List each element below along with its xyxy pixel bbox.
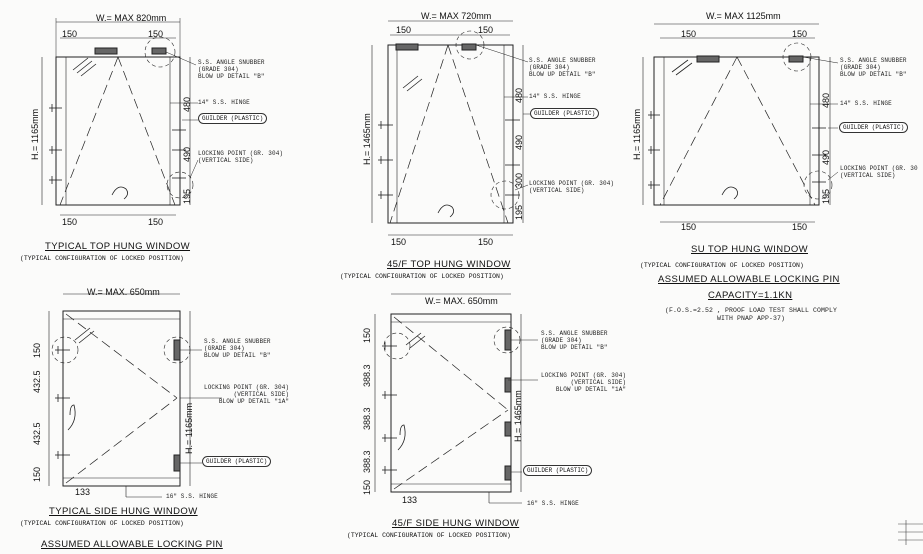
height-dimension: H.= 1165mm: [184, 402, 194, 454]
dimension-value: 150: [62, 217, 78, 227]
dimension-value: 150: [362, 479, 372, 495]
dimension-value: 150: [396, 25, 412, 35]
drawing-subtitle: (TYPICAL CONFIGURATION OF LOCKED POSITIO…: [340, 273, 504, 280]
hinge-callout: 14" S.S. HINGE: [840, 100, 892, 107]
dimension-value: 480: [182, 96, 192, 112]
snubber-callout: S.S. ANGLE SNUBBER (GRADE 304) BLOW UP D…: [541, 330, 608, 351]
locking-pin-capacity: CAPACITY=1.1KN: [708, 290, 793, 301]
dimension-value: 388.3: [362, 450, 372, 473]
45f-side-hung-window-frame: [390, 313, 512, 493]
side-hung-window-frame: [62, 310, 181, 487]
drawing-title: TYPICAL SIDE HUNG WINDOW: [49, 506, 198, 517]
height-dimension: H.= 1165mm: [30, 108, 40, 160]
locking-pin-note-title: ASSUMED ALLOWABLE LOCKING PIN: [658, 274, 840, 285]
45f-side-hung-opening-lines: [393, 316, 509, 490]
dimension-value: 195: [514, 204, 524, 220]
width-dimension: W.= MAX 1125mm: [706, 11, 781, 21]
width-dimension: W.= MAX. 650mm: [425, 296, 498, 306]
drawing-title: SU TOP HUNG WINDOW: [691, 244, 808, 255]
dimension-value: 133: [75, 487, 91, 497]
proof-load-note: (F.O.S.=2.52 , PROOF LOAD TEST SHALL COM…: [665, 307, 838, 322]
dimension-value: 150: [478, 237, 494, 247]
width-dimension: W.= MAX 720mm: [421, 11, 492, 21]
drawing-title: 45/F SIDE HUNG WINDOW: [392, 518, 520, 529]
locking-point-callout: LOCKING POINT (GR. 30 (VERTICAL SIDE): [840, 165, 918, 179]
dimension-value: 480: [514, 87, 524, 103]
dimension-value: 150: [148, 217, 164, 227]
dimension-value: 432.5: [32, 370, 42, 393]
drawing-subtitle: (TYPICAL CONFIGURATION OF LOCKED POSITIO…: [20, 520, 184, 527]
dimension-value: 150: [792, 222, 808, 232]
guilder-callout: GUILDER (PLASTIC): [530, 108, 600, 119]
dimension-value: 432.5: [32, 422, 42, 445]
snubber-callout: S.S. ANGLE SNUBBER (GRADE 304) BLOW UP D…: [198, 59, 265, 80]
dimension-value: 388.3: [362, 364, 372, 387]
top-hung-window-frame: [55, 56, 181, 206]
dimension-value: 388.3: [362, 407, 372, 430]
dimension-value: 490: [514, 134, 524, 150]
dimension-value: 133: [402, 495, 418, 505]
drawing-subtitle: (TYPICAL CONFIGURATION OF LOCKED POSITIO…: [640, 262, 804, 269]
height-dimension: H.= 1465mm: [513, 390, 523, 442]
dimension-value: 490: [182, 146, 192, 162]
dimension-value: 150: [681, 222, 697, 232]
hinge-callout: 16" S.S. HINGE: [166, 493, 218, 500]
dimension-value: 150: [681, 29, 697, 39]
drawing-title: 45/F TOP HUNG WINDOW: [387, 259, 511, 270]
width-dimension: W.= MAX 820mm: [96, 13, 167, 23]
snubber-callout: S.S. ANGLE SNUBBER (GRADE 304) BLOW UP D…: [204, 338, 271, 359]
drawing-subtitle: (TYPICAL CONFIGURATION OF LOCKED POSITIO…: [20, 255, 184, 262]
dimension-value: 300: [514, 172, 524, 188]
top-hung-opening-lines: [59, 56, 176, 206]
height-dimension: H.= 1165mm: [632, 108, 642, 160]
dimension-value: 480: [821, 92, 831, 108]
hinge-callout: 16" S.S. HINGE: [527, 500, 579, 507]
su-top-hung-opening-lines: [659, 56, 816, 206]
locking-point-callout: LOCKING POINT (GR. 304) (VERTICAL SIDE) …: [541, 372, 627, 393]
hinge-callout: 14" S.S. HINGE: [198, 99, 250, 106]
locking-point-callout: LOCKING POINT (GR. 304) (VERTICAL SIDE) …: [204, 384, 290, 405]
guilder-callout: GUILDER (PLASTIC): [198, 113, 268, 124]
dimension-value: 150: [62, 29, 78, 39]
dimension-value: 150: [362, 327, 372, 343]
guilder-callout: GUILDER (PLASTIC): [523, 465, 593, 476]
drawing-title: TYPICAL TOP HUNG WINDOW: [45, 241, 191, 252]
dimension-value: 150: [32, 342, 42, 358]
width-dimension: W.= MAX. 650mm: [87, 287, 160, 297]
dimension-value: 150: [32, 466, 42, 482]
45f-top-hung-window-frame: [387, 44, 514, 224]
height-dimension: H.= 1465mm: [362, 113, 372, 165]
dimension-value: 150: [391, 237, 407, 247]
locking-pin-note-title: ASSUMED ALLOWABLE LOCKING PIN: [41, 539, 223, 550]
dimension-value: 150: [478, 25, 494, 35]
drawing-subtitle: (TYPICAL CONFIGURATION OF LOCKED POSITIO…: [347, 532, 511, 539]
hinge-callout: 14" S.S. HINGE: [529, 93, 581, 100]
snubber-callout: S.S. ANGLE SNUBBER (GRADE 304) BLOW UP D…: [840, 57, 907, 78]
guilder-callout: GUILDER (PLASTIC): [839, 122, 909, 133]
dimension-value: 150: [792, 29, 808, 39]
su-top-hung-window-frame: [653, 56, 820, 206]
side-hung-opening-lines: [65, 313, 178, 484]
locking-point-callout: LOCKING POINT (GR. 304) (VERTICAL SIDE): [198, 150, 284, 164]
dimension-value: 195: [821, 188, 831, 204]
dimension-value: 490: [821, 149, 831, 165]
dimension-value: 195: [182, 188, 192, 204]
snubber-callout: S.S. ANGLE SNUBBER (GRADE 304) BLOW UP D…: [529, 57, 596, 78]
guilder-callout: GUILDER (PLASTIC): [202, 456, 272, 467]
dimension-value: 150: [148, 29, 164, 39]
locking-point-callout: LOCKING POINT (GR. 304) (VERTICAL SIDE): [529, 180, 615, 194]
45f-top-hung-opening-lines: [389, 44, 509, 224]
